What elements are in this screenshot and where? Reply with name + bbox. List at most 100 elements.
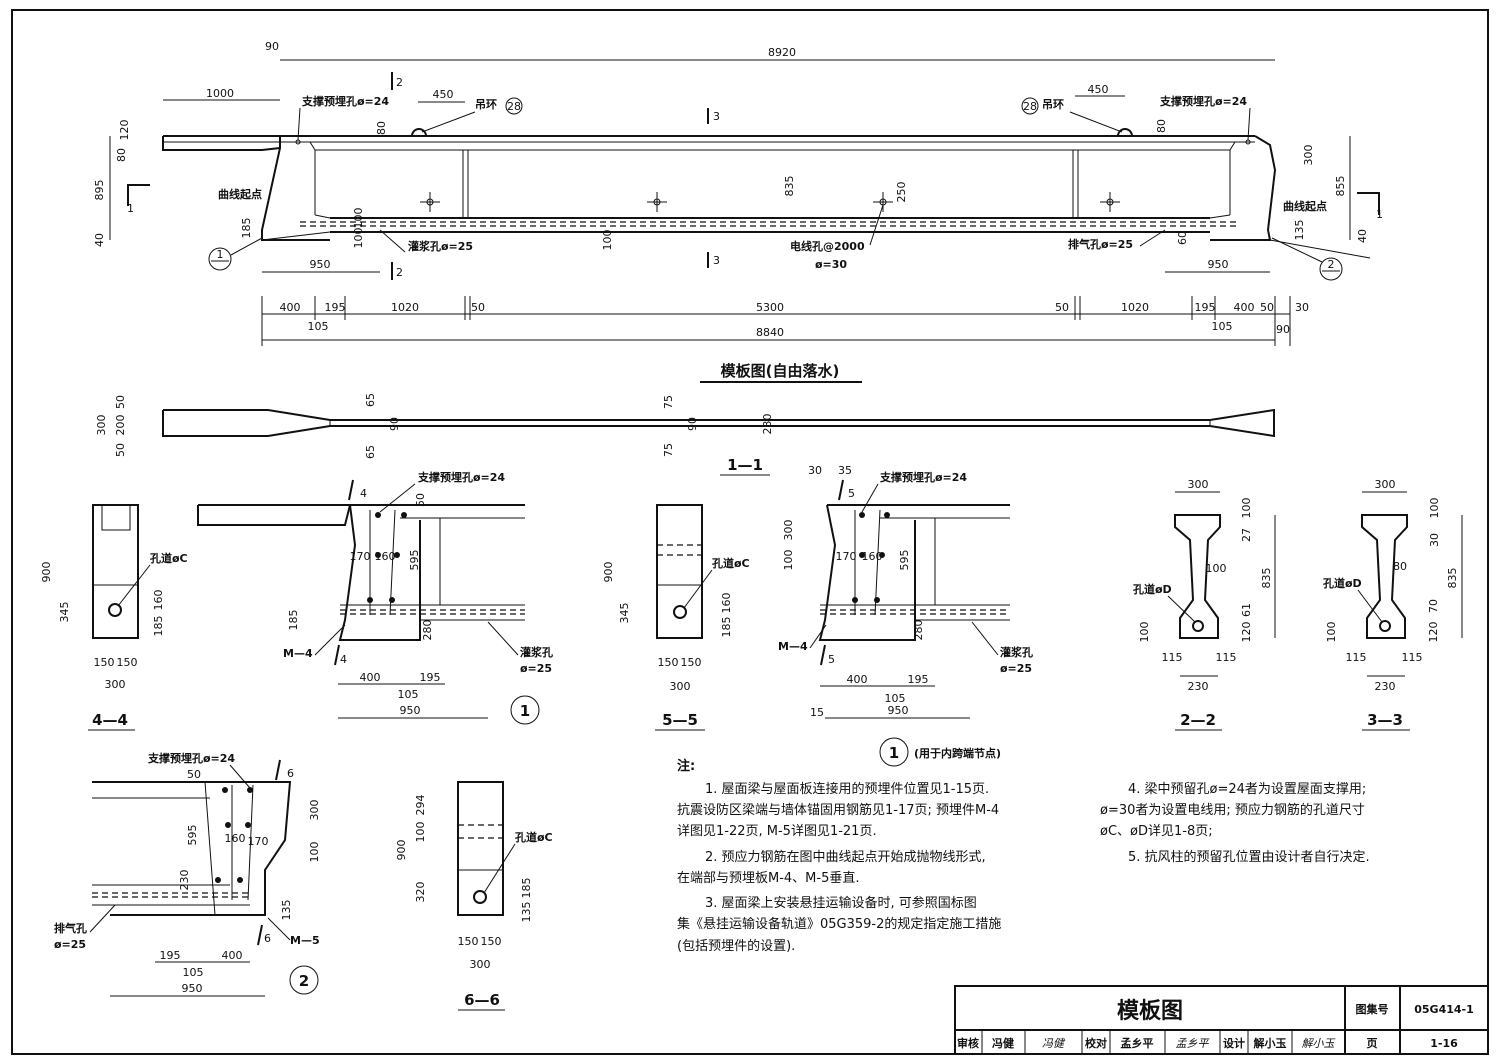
brace-hole-right-label: 支撑预埋孔ø=24 <box>1159 94 1247 108</box>
dim-60: 60 <box>1176 231 1189 245</box>
dim-b105-left: 105 <box>308 320 329 333</box>
d1-grout-dia: ø=25 <box>520 662 552 675</box>
d2-dim-135: 135 <box>280 900 293 921</box>
s22-dim-300: 300 <box>1188 478 1209 491</box>
s66-dim-300: 300 <box>470 958 491 971</box>
atlas-label: 图集号 <box>1356 1002 1389 1016</box>
s66-dim-320: 320 <box>414 882 427 903</box>
d2-vent-dia: ø=25 <box>54 938 86 951</box>
curve-start-left-label: 曲线起点 <box>218 187 262 201</box>
d2-dim-170: 170 <box>248 835 269 848</box>
note-line-8: (包括预埋件的设置). <box>677 938 795 954</box>
lifting-ring-right-num: 28 <box>1023 100 1037 113</box>
s22-dim-115a: 115 <box>1162 651 1183 664</box>
s33-dim-230: 230 <box>1375 680 1396 693</box>
s22-dim-120: 120 <box>1240 622 1253 643</box>
lifting-ring-right-label: 吊环 <box>1042 98 1064 111</box>
s44-dim-150a: 150 <box>94 656 115 669</box>
dim-b50-right: 50 <box>1055 301 1069 314</box>
dim-100b: 100 <box>352 228 365 249</box>
dim-80c: 80 <box>1155 119 1168 133</box>
detail-2-number: 2 <box>299 972 309 990</box>
d1b-grout-dia: ø=25 <box>1000 662 1032 675</box>
s33-dim-70: 70 <box>1427 599 1440 613</box>
detail-1b-number: 1 <box>889 744 899 762</box>
s55-dim-185: 185 <box>720 617 733 638</box>
s22-dim-835: 835 <box>1260 568 1273 589</box>
s11-dim-90b: 90 <box>686 417 699 431</box>
d1-dim-280: 280 <box>421 620 434 641</box>
d2-dim-230: 230 <box>178 870 191 891</box>
s22-dim-230: 230 <box>1188 680 1209 693</box>
d1b-brace: 支撑预埋孔ø=24 <box>879 470 967 484</box>
d1b-dim-280: 280 <box>912 620 925 641</box>
dim-b50-end: 50 <box>1260 301 1274 314</box>
d1-brace: 支撑预埋孔ø=24 <box>417 470 505 484</box>
note-line-7: 集《悬挂运输设备轨道》05G359-2的规定指定施工措施 <box>677 916 1001 932</box>
checker-name: 孟乡平 <box>1121 1036 1154 1050</box>
d1b-sec-bottom: 5 <box>828 653 835 666</box>
note-line-4: 2. 预应力钢筋在图中曲线起点开始成抛物线形式, <box>705 849 986 865</box>
dim-100c: 100 <box>601 230 614 251</box>
dim-b195-left: 195 <box>325 301 346 314</box>
dim-top-90: 90 <box>265 40 279 53</box>
s55-dim-150b: 150 <box>681 656 702 669</box>
d2-dim-100: 100 <box>308 842 321 863</box>
bottom-dim-chain: 400 195 1020 50 5300 50 1020 195 400 50 … <box>280 301 1310 333</box>
s11-dim-65b: 65 <box>364 445 377 459</box>
s66-dim-900: 900 <box>395 840 408 861</box>
vent-hole-label: 排气孔ø=25 <box>1068 237 1133 251</box>
s44-dim-900: 900 <box>40 562 53 583</box>
section-mark-3-top: 3 <box>713 110 720 123</box>
detail-2: 6 6 支撑预埋孔ø=24 M—5 排气孔 ø=25 50 300 100 59… <box>54 751 321 997</box>
d1-dim-195: 195 <box>420 671 441 684</box>
d1-grout: 灌浆孔 <box>520 645 553 659</box>
d2-vent: 排气孔 <box>54 921 87 935</box>
s33-dim-30: 30 <box>1428 533 1441 547</box>
s33-dim-300: 300 <box>1375 478 1396 491</box>
section-5-5-title: 5—5 <box>662 711 698 729</box>
s33-dim-115b: 115 <box>1402 651 1423 664</box>
d1-dim-950: 950 <box>400 704 421 717</box>
lifting-ring-left-num: 28 <box>507 100 521 113</box>
d2-dim-105: 105 <box>183 966 204 979</box>
section-6-6-title: 6—6 <box>464 991 500 1009</box>
s55-dim-150a: 150 <box>658 656 679 669</box>
d2-sec-top: 6 <box>287 767 294 780</box>
note-line-5: 在端部与预埋板M-4、M-5垂直. <box>677 871 860 886</box>
atlas-number: 05G414-1 <box>1414 1003 1474 1016</box>
d2-dim-300: 300 <box>308 800 321 821</box>
detail-1: 4 4 支撑预埋孔ø=24 M—4 灌浆孔 ø=25 50 170 160 59… <box>197 470 553 725</box>
brace-hole-left-label: 支撑预埋孔ø=24 <box>301 94 389 108</box>
d1-sec-bottom: 4 <box>340 653 347 666</box>
s55-dim-900: 900 <box>602 562 615 583</box>
section-mark-3-bottom: 3 <box>713 254 720 267</box>
d1b-dim-300: 300 <box>782 520 795 541</box>
dim-b5300: 5300 <box>756 301 784 314</box>
designer-signature: 解小玉 <box>1302 1037 1337 1050</box>
cable-dia-label: ø=30 <box>815 258 847 271</box>
s11-dim-90a: 90 <box>388 417 401 431</box>
s11-dim-75a: 75 <box>662 395 675 409</box>
d1b-sec-top: 5 <box>848 487 855 500</box>
dim-135: 135 <box>1293 220 1306 241</box>
design-label: 设计 <box>1223 1036 1245 1050</box>
s33-hole: 孔道øD <box>1323 576 1362 590</box>
note-line-1: 1. 屋面梁与屋面板连接用的预埋件位置见1-15页. <box>705 781 989 797</box>
dim-40-right: 40 <box>1356 229 1369 243</box>
detail-callout-1: 1 <box>217 248 224 261</box>
dim-300: 300 <box>1302 145 1315 166</box>
section-4-4: 孔道øC 900 345 160 185 150 150 300 4—4 <box>40 504 188 731</box>
s11-dim-50b: 50 <box>114 443 127 457</box>
d1-dim-105: 105 <box>398 688 419 701</box>
s44-hole: 孔道øC <box>150 551 188 565</box>
section-mark-1-right: 1 <box>1376 208 1383 221</box>
d1-dim-160: 160 <box>375 550 396 563</box>
s22-dim-100c: 100 <box>1138 622 1151 643</box>
section-mark-2-bottom: 2 <box>396 266 403 279</box>
s44-dim-300: 300 <box>105 678 126 691</box>
s11-dim-75b: 75 <box>662 443 675 457</box>
title-block: 模板图 图集号 05G414-1 页 1-16 审核 冯健 冯健 校对 孟乡平 … <box>954 985 1489 1055</box>
d2-brace: 支撑预埋孔ø=24 <box>147 751 235 765</box>
s22-dim-100: 100 <box>1240 498 1253 519</box>
